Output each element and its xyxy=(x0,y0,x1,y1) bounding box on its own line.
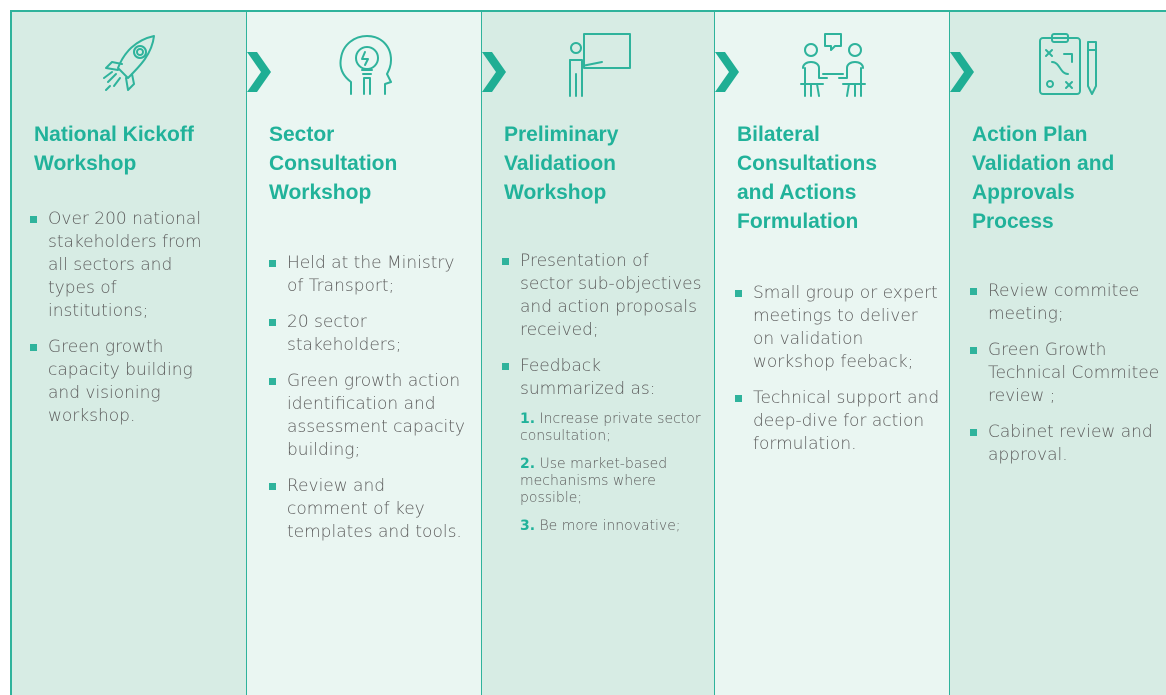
chevron-right-icon xyxy=(247,52,271,92)
step-action-plan-validation: Action Plan Validation and Approvals Pro… xyxy=(950,12,1166,695)
step-title: National Kickoff Workshop xyxy=(34,123,194,175)
step-title: Preliminary Validatioon Workshop xyxy=(504,123,619,204)
rocket-icon xyxy=(103,35,155,91)
list-item: 20 sector stakeholders; xyxy=(269,311,469,357)
step-bullets: Held at the Ministry of Transport; 20 se… xyxy=(269,252,469,557)
list-item: Green growth capacity building and visio… xyxy=(30,336,215,428)
step-national-kickoff: National Kickoff Workshop Over 200 natio… xyxy=(12,12,247,695)
list-item: Small group or expert meetings to delive… xyxy=(735,282,940,374)
list-item: Review and comment of key templates and … xyxy=(269,475,469,544)
step-title: Sector Consultation Workshop xyxy=(269,123,398,204)
chevron-right-icon xyxy=(950,52,974,92)
list-item: Review commitee meeting; xyxy=(970,280,1166,326)
step-bullets: Over 200 national stakeholders from all … xyxy=(30,208,215,441)
list-item: Cabinet review and approval. xyxy=(970,421,1166,467)
list-item: Feedback summarized as: 1. Increase priv… xyxy=(502,355,702,535)
step-bullets: Review commitee meeting; Green Growth Te… xyxy=(970,280,1166,480)
feedback-list: 1. Increase private sector consultation;… xyxy=(520,411,702,535)
step-title: Bilateral Consultations and Actions Form… xyxy=(737,123,877,233)
feedback-item: 2. Use market-based mechanisms where pos… xyxy=(520,456,668,506)
strategy-clipboard-icon xyxy=(1039,33,1097,95)
list-item: Presentation of sector sub-objectives an… xyxy=(502,250,702,342)
chevron-right-icon xyxy=(715,52,739,92)
list-item: Held at the Ministry of Transport; xyxy=(269,252,469,298)
list-item: Green Growth Technical Commitee review ; xyxy=(970,339,1166,408)
step-bilateral-consultations: Bilateral Consultations and Actions Form… xyxy=(715,12,950,695)
list-item: Technical support and deep-dive for acti… xyxy=(735,387,940,456)
process-diagram: National Kickoff Workshop Over 200 natio… xyxy=(10,10,1166,695)
step-bullets: Small group or expert meetings to delive… xyxy=(735,282,940,469)
step-bullets: Presentation of sector sub-objectives an… xyxy=(502,250,702,548)
meeting-people-icon xyxy=(800,33,866,97)
step-title: Action Plan Validation and Approvals Pro… xyxy=(972,123,1115,233)
feedback-item: 1. Increase private sector consultation; xyxy=(520,411,701,444)
chevron-right-icon xyxy=(482,52,506,92)
list-item: Green growth action identification and a… xyxy=(269,370,469,462)
feedback-label: Feedback summarized as: xyxy=(520,356,656,399)
feedback-item: 3. Be more innovative; xyxy=(520,518,681,534)
head-lightbulb-icon xyxy=(339,35,392,95)
step-preliminary-validation: Preliminary Validatioon Workshop Present… xyxy=(482,12,715,695)
list-item: Over 200 national stakeholders from all … xyxy=(30,208,215,323)
presenter-board-icon xyxy=(569,33,631,97)
step-sector-consultation: Sector Consultation Workshop Held at the… xyxy=(247,12,482,695)
